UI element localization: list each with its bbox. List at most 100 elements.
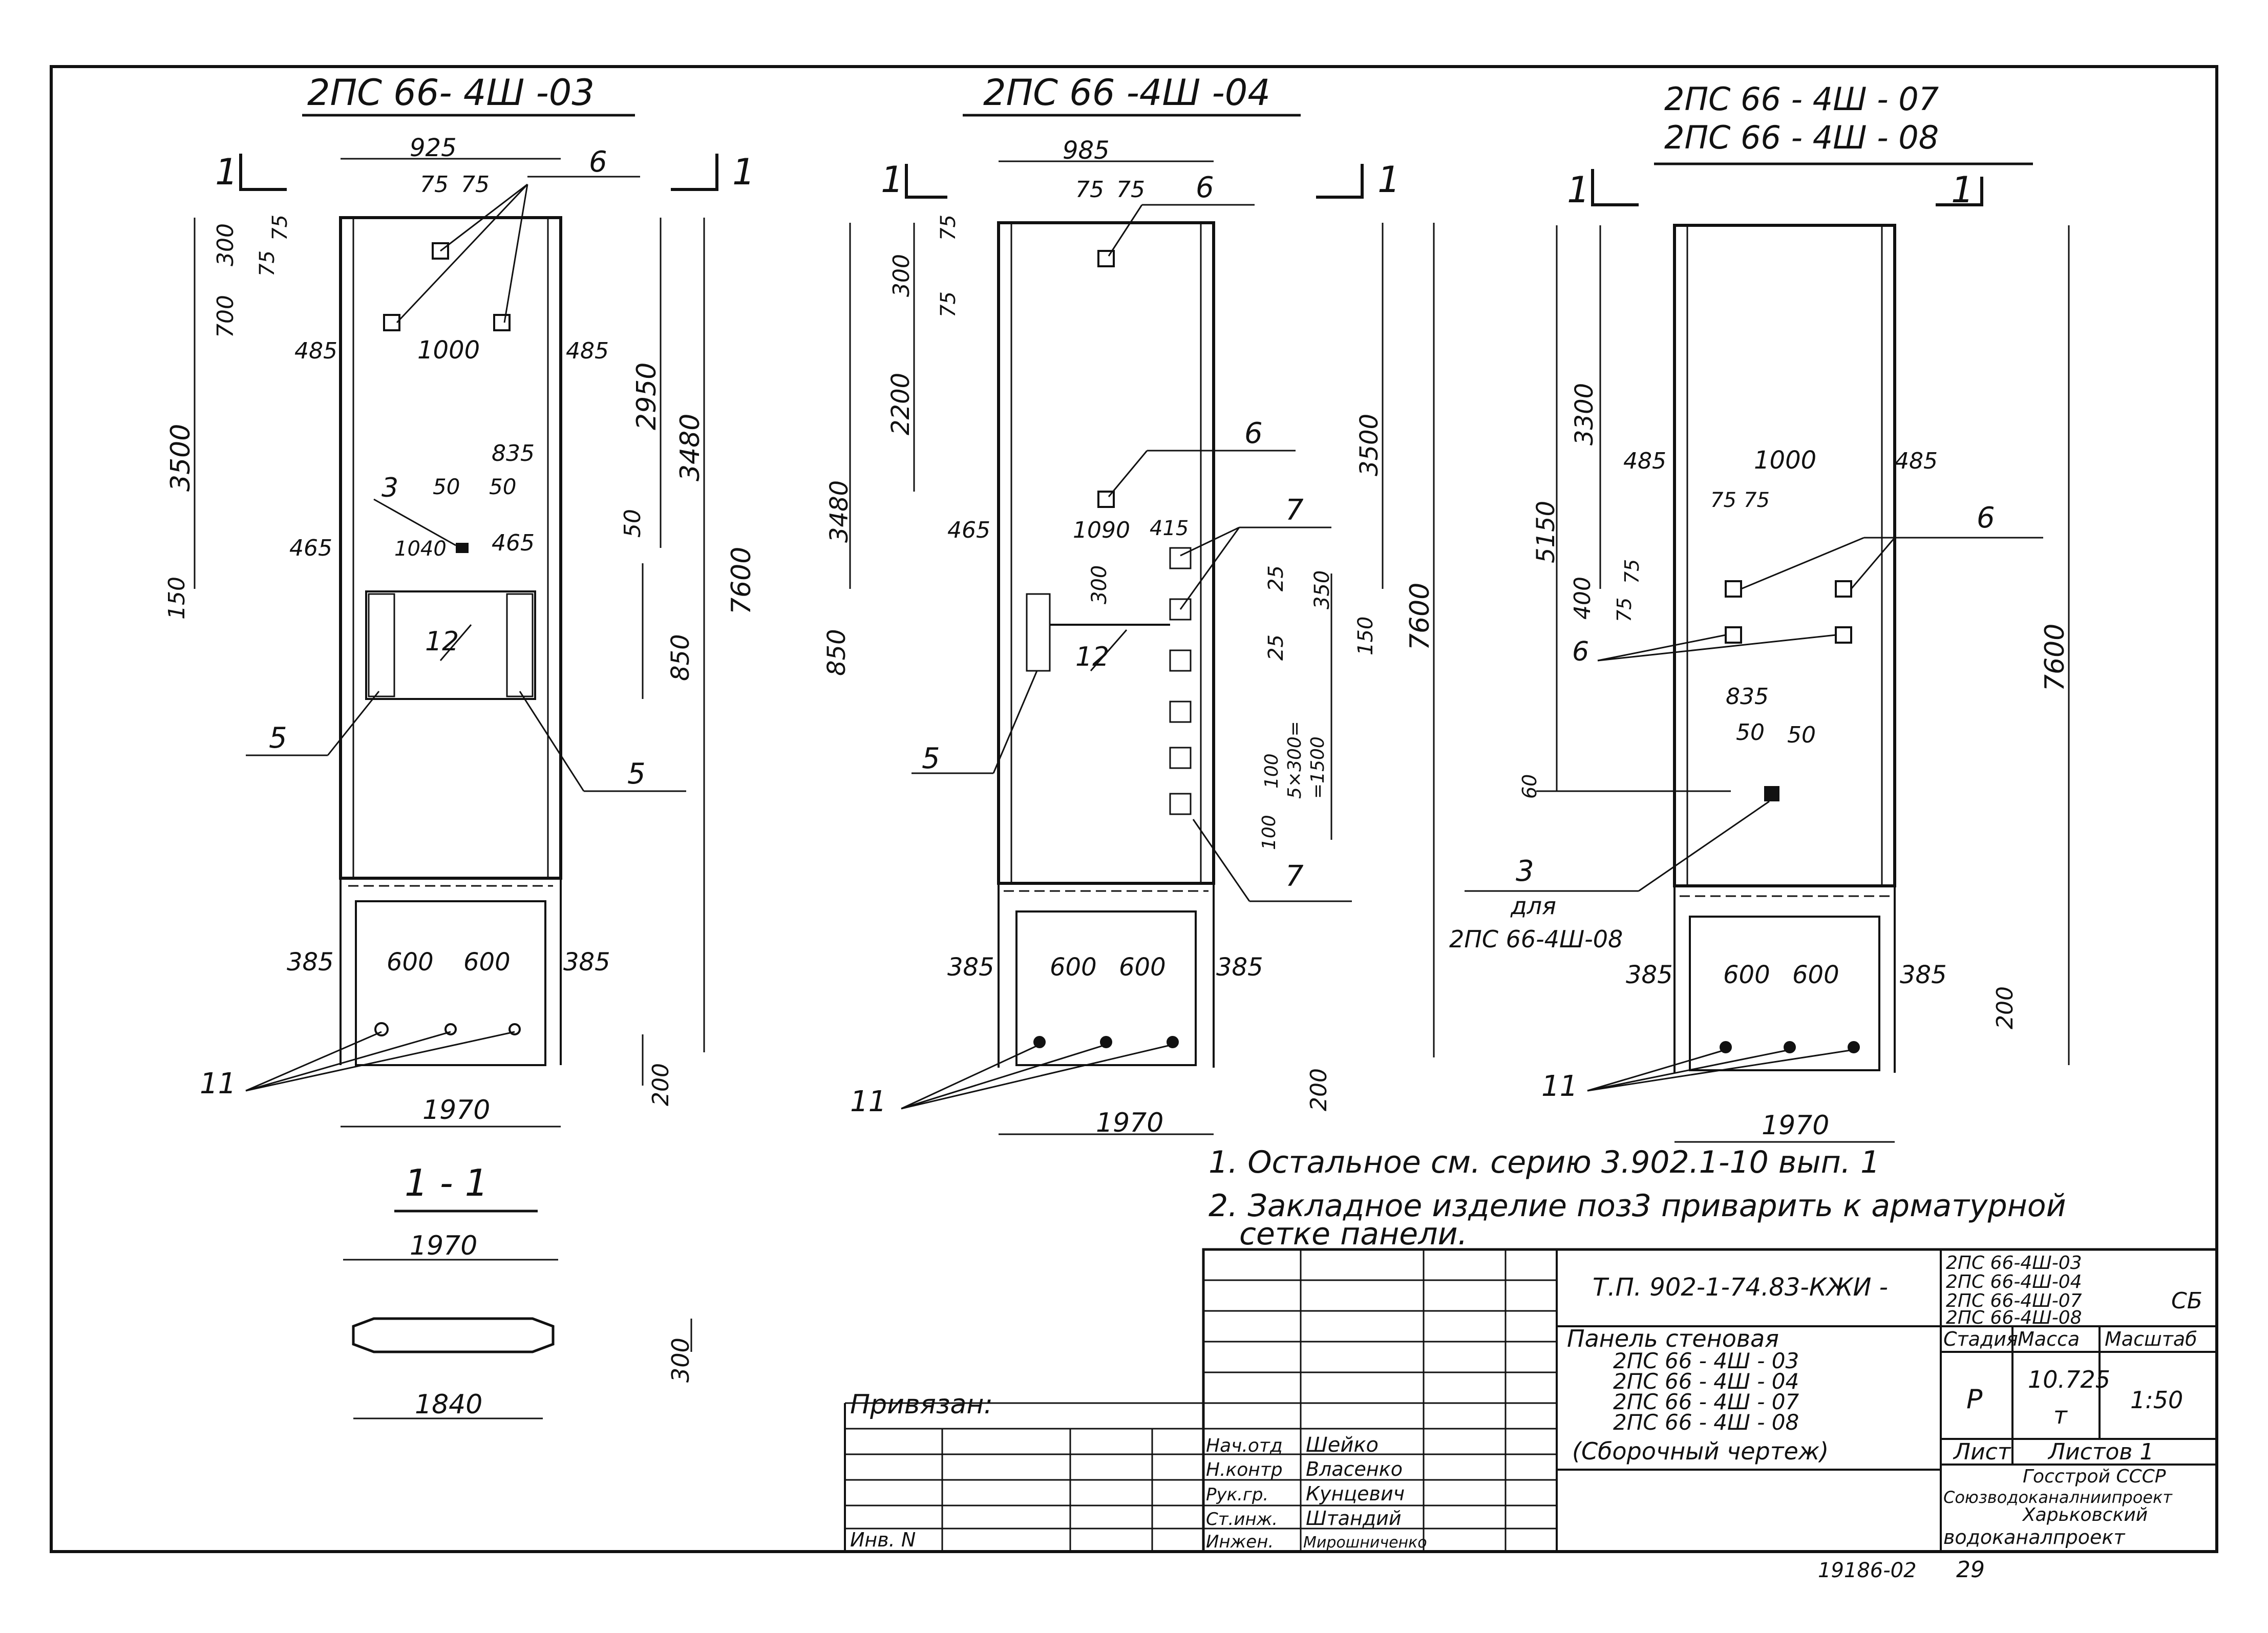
dim-text: 100 — [1261, 753, 1282, 789]
dim-text: 600 — [1119, 953, 1166, 982]
dim-text: 1840 — [415, 1389, 482, 1420]
embedded-part-6 — [1835, 580, 1852, 598]
view-1: 2ПС 66- 4Ш -03 1 1 925 — [164, 72, 757, 1128]
dim-text: 1970 — [1096, 1108, 1163, 1138]
view-3: 2ПС 66 - 4Ш - 07 2ПС 66 - 4Ш - 08 1 1 33… — [1449, 80, 2070, 1143]
role-name: Шейко — [1306, 1433, 1379, 1457]
dim-text: 200 — [1992, 986, 2018, 1029]
dim-text: 985 — [1063, 136, 1110, 165]
callout: 11 — [1541, 1070, 1578, 1103]
view-3-note: для — [1510, 892, 1556, 920]
mounting-piece — [506, 593, 534, 697]
dim-text: 5×300= — [1284, 721, 1305, 799]
section-profile — [352, 1317, 555, 1353]
dim-text: 60 — [1518, 774, 1541, 799]
panel-outline — [1673, 224, 1896, 887]
dim-text: 75 — [461, 172, 490, 198]
section-mark: 1 — [1567, 169, 1590, 211]
org-line: водоканалпроект — [1943, 1526, 2126, 1549]
view-3-note: 2ПС 66-4Ш-08 — [1449, 925, 1623, 953]
view-2-title: 2ПС 66 -4Ш -04 — [983, 72, 1270, 114]
mass-unit: т — [2053, 1402, 2068, 1429]
role-name: Мирошниченко — [1303, 1534, 1427, 1552]
panel-outline — [997, 221, 1215, 885]
dim-text: 1970 — [422, 1095, 490, 1126]
callout: 7 — [1285, 494, 1304, 527]
callout: 12 — [1075, 642, 1109, 672]
dim-text: 7600 — [1405, 583, 1435, 650]
embedded-part-6 — [493, 314, 511, 331]
rebar-point — [374, 1022, 389, 1036]
dim-text: 50 — [433, 474, 460, 499]
callout: 6 — [1244, 417, 1263, 450]
panel-subtitle: (Сборочный чертеж) — [1572, 1437, 1829, 1465]
dim-text: 75 — [1613, 598, 1636, 622]
role-label: Нач.отд — [1206, 1435, 1283, 1456]
note-2: 2. Закладное изделие поз3 приварить к ар… — [1209, 1188, 2066, 1224]
dim-text: 50 — [1736, 719, 1765, 746]
dim-text: 385 — [563, 948, 610, 977]
callout: 7 — [1285, 860, 1304, 893]
page-number: 29 — [1956, 1557, 1985, 1583]
callout: 11 — [200, 1067, 236, 1100]
section-mark: 1 — [1377, 159, 1401, 201]
role-name: Кунцевич — [1306, 1482, 1405, 1505]
embedded-part-3 — [1764, 786, 1779, 801]
dim-text: 850 — [822, 629, 851, 676]
dim-text: 75 — [1116, 177, 1145, 203]
note-3: сетке панели. — [1239, 1216, 1468, 1252]
dim-text: 400 — [1570, 577, 1596, 620]
title-block: Привязан: Инв. N Нач.отд Шейко Н.контр В… — [844, 1248, 2218, 1553]
mark: 2ПС 66-4Ш-04 — [1946, 1271, 2082, 1292]
role-label: Ст.инж. — [1206, 1509, 1278, 1530]
dim-text: 25 — [1264, 634, 1288, 661]
dim-text: 75 — [937, 291, 960, 317]
dim-text: 385 — [1626, 961, 1673, 989]
dim-text: 75 — [937, 215, 960, 241]
embedded-part-6 — [1725, 580, 1742, 598]
panel-mark: 2ПС 66 - 4Ш - 03 — [1613, 1348, 1799, 1373]
org-line: Харьковский — [2022, 1504, 2148, 1525]
stage-value: Р — [1966, 1384, 1983, 1415]
dim-text: 485 — [1623, 448, 1666, 474]
org-line: Госстрой СССР — [2023, 1466, 2166, 1487]
footer-code: 19186-02 — [1818, 1559, 1917, 1582]
section-mark: 1 — [881, 159, 904, 201]
dim-text: 7600 — [726, 547, 757, 614]
dim-text: 75 — [1744, 489, 1770, 512]
embedded-part-6 — [1097, 491, 1115, 508]
dim-text: 300 — [1088, 565, 1111, 604]
dim-text: 385 — [1900, 961, 1947, 989]
callout: 12 — [425, 626, 459, 657]
dim-text: 415 — [1150, 517, 1189, 540]
dim-text: 2950 — [631, 363, 662, 430]
dim-text: 3500 — [1355, 414, 1384, 476]
dim-text: 350 — [1310, 570, 1334, 609]
dim-text: 200 — [1306, 1068, 1332, 1111]
dim-text: 1040 — [394, 537, 447, 561]
sheet-label: Лист — [1953, 1439, 2011, 1465]
dim-text: 600 — [1792, 961, 1839, 989]
rebar-point — [1784, 1041, 1796, 1053]
dim-text: 75 — [1075, 177, 1104, 203]
role-label: Н.контр — [1206, 1459, 1283, 1480]
dim-text: 25 — [1264, 565, 1288, 591]
dim-text: 600 — [1723, 961, 1770, 989]
dim-text: 300 — [888, 254, 915, 297]
dim-text: 50 — [620, 509, 646, 538]
dim-text: 2200 — [886, 373, 915, 435]
sheets-label: Листов 1 — [2047, 1439, 2154, 1465]
dim-text: 5150 — [1532, 501, 1560, 563]
panel-mark: 2ПС 66 - 4Ш - 07 — [1613, 1389, 1799, 1414]
scale-value: 1:50 — [2130, 1386, 2183, 1414]
dim-text: 835 — [1726, 684, 1769, 710]
inv-label: Инв. N — [850, 1529, 916, 1551]
dim-text: 465 — [289, 535, 332, 561]
org-line: Союзводоканалниипроект — [1943, 1488, 2173, 1507]
dim-text: 75 — [420, 172, 449, 198]
dim-text: 600 — [387, 948, 434, 977]
embedded-part-6 — [383, 314, 400, 331]
note-1: 1. Остальное см. серию 3.902.1-10 вып. 1 — [1209, 1144, 1880, 1180]
section-title: 1 - 1 — [405, 1161, 488, 1204]
mark: 2ПС 66-4Ш-07 — [1946, 1290, 2082, 1311]
